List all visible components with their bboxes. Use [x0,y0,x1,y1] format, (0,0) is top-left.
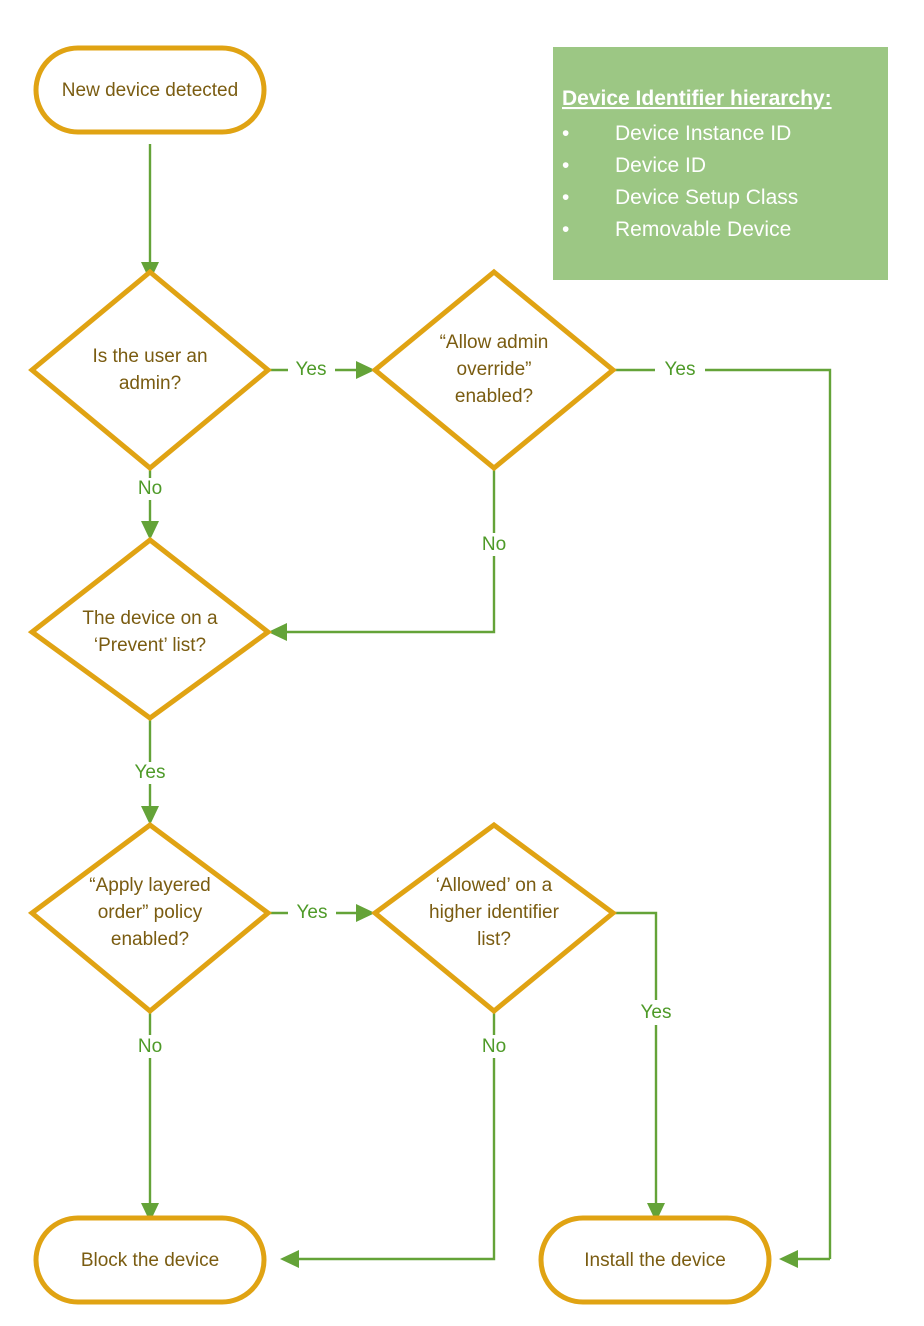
legend-item-device-setup-class: Device Setup Class [615,186,798,209]
arrow-head-icon [647,1203,665,1222]
edge-label-admin-override-no: No [482,534,506,555]
node-admin-override-label-line-2: override” [457,359,532,380]
node-is-admin[interactable]: Is the user an admin? [28,268,272,472]
legend-title: Device Identifier hierarchy: [562,87,832,110]
decision-shape [27,536,273,722]
legend-bullet-icon: • [562,122,569,145]
edge-label-higher-identifier-yes: Yes [641,1002,672,1023]
node-higher-identifier-label-line-3: list? [477,929,511,950]
node-start[interactable]: New device detected [33,45,267,135]
legend-item-removable-device: Removable Device [615,218,791,241]
connector-start-to-is-admin [141,144,159,281]
node-higher-identifier[interactable]: ‘Allowed’ on a higher identifier list? [370,821,618,1015]
decision-shape [27,821,273,1015]
node-higher-identifier-label-line-1: ‘Allowed’ on a [436,875,553,896]
arrow-head-icon [141,1203,159,1222]
node-install-label: Install the device [584,1250,726,1271]
legend-background [553,47,888,280]
arrow-head-icon [268,623,287,641]
node-prevent-list-label-line-2: ‘Prevent’ list? [94,635,206,656]
node-prevent-list[interactable]: The device on a ‘Prevent’ list? [27,536,273,722]
node-is-admin-label-line-2: admin? [119,373,181,394]
connector-layered-order-no [141,1011,159,1222]
connector-prevent-list-yes [141,718,159,825]
node-install[interactable]: Install the device [538,1215,772,1305]
connector-higher-identifier-no [280,1011,496,1268]
legend-item-device-instance-id: Device Instance ID [615,122,791,145]
legend-bullet-icon: • [562,218,569,241]
node-admin-override-label-line-1: “Allow admin [440,332,549,353]
node-higher-identifier-label-line-2: higher identifier [429,902,560,923]
terminator-shape [33,1215,267,1305]
legend-bullet-icon: • [562,186,569,209]
arrow-head-icon [141,521,159,540]
node-layered-order-label-line-1: “Apply layered [89,875,210,896]
edge-label-is-admin-yes: Yes [296,359,327,380]
arrow-head-icon [141,806,159,825]
terminator-shape [33,45,267,135]
legend-bullet-icon: • [562,154,569,177]
legend-device-identifier-hierarchy: Device Identifier hierarchy: • Device In… [553,47,888,280]
connector-admin-override-yes [613,368,832,1268]
edge-label-higher-identifier-no: No [482,1036,506,1057]
arrow-head-icon [779,1250,798,1268]
edge-label-prevent-list-yes: Yes [135,762,166,783]
edge-label-layered-order-no: No [138,1036,162,1057]
node-start-label: New device detected [62,80,238,101]
edge-label-admin-override-yes: Yes [665,359,696,380]
edge-label-is-admin-no: No [138,478,162,499]
connector-admin-override-no [268,468,496,641]
node-layered-order-label-line-2: order” policy [98,902,203,923]
node-prevent-list-label-line-1: The device on a [82,608,218,629]
node-block-label: Block the device [81,1250,219,1271]
decision-shape [28,268,272,472]
connector-higher-identifier-yes [613,911,665,1222]
edge-label-layered-order-yes: Yes [297,902,328,923]
decision-shape [370,821,618,1015]
terminator-shape [538,1215,772,1305]
arrow-head-icon [280,1250,299,1268]
legend-item-device-id: Device ID [615,154,706,177]
node-layered-order[interactable]: “Apply layered order” policy enabled? [27,821,273,1015]
arrow-head-icon [356,361,375,379]
node-block[interactable]: Block the device [33,1215,267,1305]
decision-shape [371,268,617,472]
arrow-head-icon [356,904,375,922]
node-admin-override-label-line-3: enabled? [455,386,533,407]
node-layered-order-label-line-3: enabled? [111,929,189,950]
node-is-admin-label-line-1: Is the user an [92,346,207,367]
node-admin-override[interactable]: “Allow admin override” enabled? [371,268,617,472]
